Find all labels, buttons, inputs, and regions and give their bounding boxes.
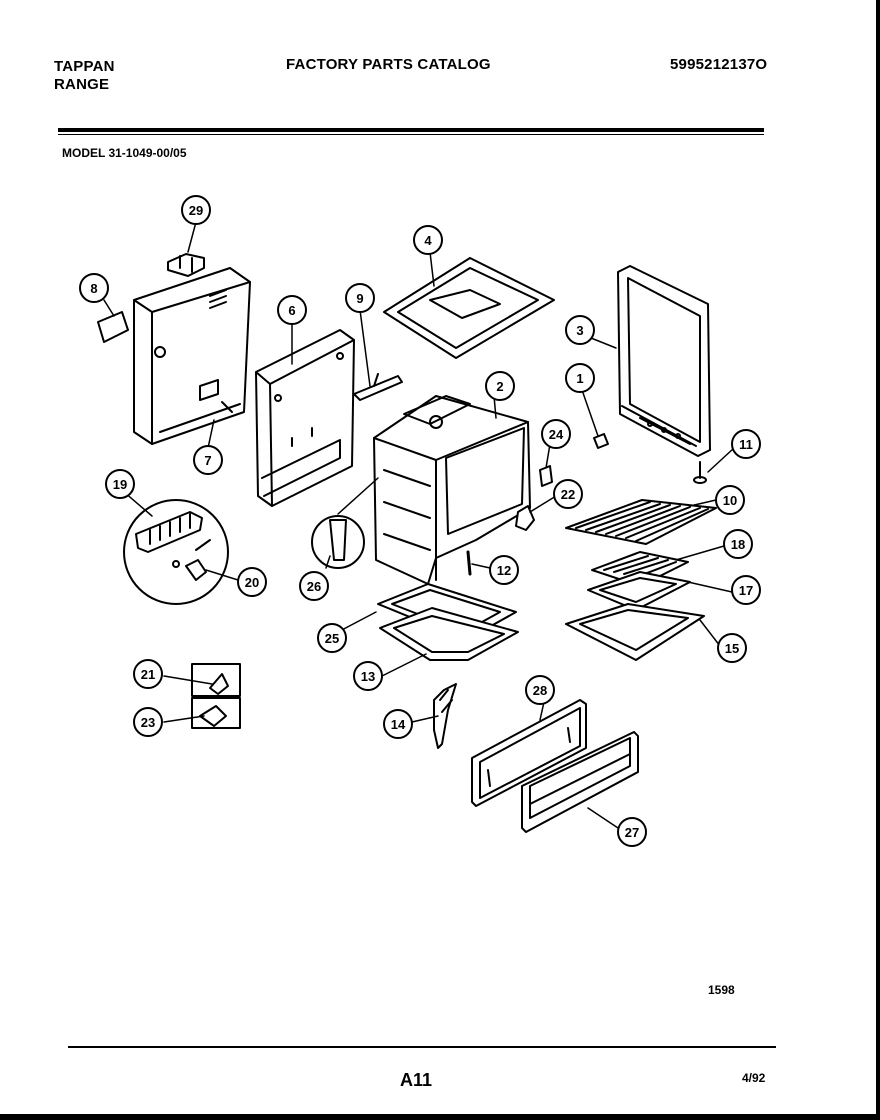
header-rule-thin	[58, 134, 764, 135]
svg-text:6: 6	[288, 303, 295, 318]
part-14-drawing	[433, 683, 457, 749]
svg-text:29: 29	[189, 203, 203, 218]
part-13-drawing	[379, 607, 519, 661]
callout-14: 14	[383, 709, 413, 739]
svg-text:23: 23	[141, 715, 155, 730]
svg-text:4: 4	[424, 233, 432, 248]
svg-text:20: 20	[245, 575, 259, 590]
part-17-drawing	[587, 571, 691, 611]
svg-text:14: 14	[391, 717, 406, 732]
callout-7: 7	[193, 445, 223, 475]
page-edge-bottom	[0, 1114, 880, 1120]
part-19-20-detail	[123, 499, 229, 605]
part-4-drawing	[383, 257, 555, 359]
catalog-number: 5995212137O	[670, 56, 768, 73]
svg-text:9: 9	[356, 291, 363, 306]
callout-3: 3	[565, 315, 595, 345]
part-7-drawing	[133, 267, 251, 445]
callout-24: 24	[541, 419, 571, 449]
part-28-drawing	[471, 699, 587, 807]
part-8-drawing	[97, 311, 129, 343]
catalog-title: FACTORY PARTS CATALOG	[286, 56, 491, 73]
leader-lines	[103, 221, 735, 829]
svg-text:11: 11	[739, 437, 753, 452]
part-11-drawing	[693, 461, 707, 484]
callout-13: 13	[353, 661, 383, 691]
svg-text:13: 13	[361, 669, 375, 684]
part-26-drawing	[311, 515, 365, 569]
revision-date: 4/92	[742, 1071, 766, 1085]
page-edge-right	[876, 0, 880, 1120]
svg-text:28: 28	[533, 683, 547, 698]
callout-23: 23	[133, 707, 163, 737]
part-12-drawing	[466, 550, 472, 576]
svg-text:19: 19	[113, 477, 127, 492]
part-10-drawing	[565, 499, 717, 545]
svg-text:24: 24	[549, 427, 564, 442]
callout-20: 20	[237, 567, 267, 597]
callout-21: 21	[133, 659, 163, 689]
callout-25: 25	[317, 623, 347, 653]
part-15-drawing	[565, 603, 705, 661]
callout-4: 4	[413, 225, 443, 255]
part-1-drawing	[593, 433, 609, 449]
svg-text:2: 2	[496, 379, 503, 394]
model-label: MODEL 31-1049-00/05	[62, 146, 187, 160]
callout-26: 26	[299, 571, 329, 601]
part-9-drawing	[353, 373, 403, 401]
footer-rule	[68, 1046, 776, 1048]
callout-8: 8	[79, 273, 109, 303]
part-2-drawing	[373, 395, 531, 585]
header-rule	[58, 128, 764, 132]
callout-6: 6	[277, 295, 307, 325]
callout-1: 1	[565, 363, 595, 393]
drawing-number: 1598	[708, 983, 735, 997]
callout-22: 22	[553, 479, 583, 509]
callouts: 29 8 7 6 9 4 3 1 11 2 24 22 10 18 17 15 …	[79, 195, 761, 847]
svg-text:8: 8	[90, 281, 97, 296]
brand-block: TAPPAN RANGE	[54, 58, 115, 94]
svg-text:21: 21	[141, 667, 155, 682]
callout-29: 29	[181, 195, 211, 225]
callout-11: 11	[731, 429, 761, 459]
callout-15: 15	[717, 633, 747, 663]
part-29-drawing	[167, 253, 205, 277]
callout-10: 10	[715, 485, 745, 515]
part-21-drawing	[191, 663, 241, 697]
svg-text:10: 10	[723, 493, 737, 508]
callout-9: 9	[345, 283, 375, 313]
brand-line-2: RANGE	[54, 76, 110, 93]
svg-text:22: 22	[561, 487, 575, 502]
callout-19: 19	[105, 469, 135, 499]
callout-27: 27	[617, 817, 647, 847]
callout-2: 2	[485, 371, 515, 401]
svg-text:1: 1	[576, 371, 583, 386]
svg-text:17: 17	[739, 583, 753, 598]
svg-text:3: 3	[576, 323, 583, 338]
svg-text:27: 27	[625, 825, 639, 840]
page-number: A11	[400, 1070, 433, 1090]
svg-text:15: 15	[725, 641, 739, 656]
part-23-drawing	[191, 697, 241, 729]
part-24-drawing	[539, 465, 553, 487]
callout-18: 18	[723, 529, 753, 559]
svg-text:12: 12	[497, 563, 511, 578]
svg-text:26: 26	[307, 579, 321, 594]
svg-text:25: 25	[325, 631, 339, 646]
part-6-drawing	[255, 329, 355, 507]
svg-text:18: 18	[731, 537, 745, 552]
callout-28: 28	[525, 675, 555, 705]
part-27-drawing	[521, 731, 639, 833]
part-3-drawing	[617, 265, 711, 457]
callout-12: 12	[489, 555, 519, 585]
callout-17: 17	[731, 575, 761, 605]
svg-text:7: 7	[204, 453, 211, 468]
brand-line-1: TAPPAN	[54, 58, 115, 75]
